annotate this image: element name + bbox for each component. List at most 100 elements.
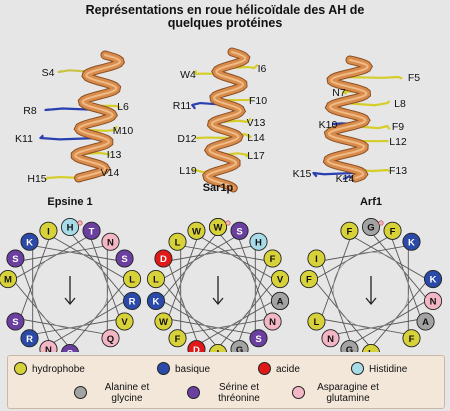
svg-text:S: S bbox=[121, 254, 127, 265]
svg-text:W: W bbox=[192, 226, 201, 237]
hydrophobic-moment-arrowhead bbox=[64, 297, 76, 306]
wheel-residue-K: K bbox=[423, 270, 443, 289]
wheel-residue-F: F bbox=[263, 249, 282, 268]
wheel-connections bbox=[313, 231, 429, 349]
residue-label-F5: F5 bbox=[408, 72, 420, 84]
residue-label-K11: K11 bbox=[15, 133, 33, 145]
residue-label-L8: L8 bbox=[394, 98, 406, 110]
residue-label-L12: L12 bbox=[389, 136, 407, 148]
svg-text:F: F bbox=[306, 275, 312, 286]
svg-text:N: N bbox=[107, 237, 114, 248]
residue-label-L17: L17 bbox=[247, 150, 265, 162]
svg-text:V: V bbox=[121, 317, 128, 328]
wheel-residue-D: D bbox=[187, 340, 206, 352]
wheel-inner-ring bbox=[179, 251, 257, 329]
legend-label-acide: acide bbox=[276, 364, 300, 375]
wheel-residue-I: I bbox=[39, 221, 58, 240]
residue-label-F9: F9 bbox=[392, 121, 404, 133]
protein-name: Epsine 1 bbox=[47, 196, 92, 208]
svg-text:W: W bbox=[214, 223, 223, 234]
wheel-residue-K: K bbox=[402, 232, 421, 251]
svg-text:A: A bbox=[422, 317, 429, 328]
wheel-residue-L: L bbox=[168, 232, 187, 251]
residue-label-F10: F10 bbox=[249, 95, 267, 107]
svg-text:R: R bbox=[26, 334, 33, 345]
wheel-residue-N: N bbox=[39, 340, 58, 352]
residue-label-K15: K15 bbox=[293, 168, 312, 180]
helical-wheels: HRNSNQSILSMTVRKSGLDDHSWWVILSNFLFGKWAGNGI… bbox=[0, 217, 443, 352]
side-chain-F9 bbox=[349, 124, 391, 131]
residue-label-K10: K10 bbox=[319, 119, 338, 131]
svg-text:I: I bbox=[315, 254, 318, 265]
svg-text:W: W bbox=[159, 317, 168, 328]
svg-text:G: G bbox=[236, 345, 243, 352]
svg-text:G: G bbox=[367, 223, 374, 234]
legend-label-hydrophobe: hydrophobe bbox=[32, 364, 85, 375]
svg-text:Q: Q bbox=[107, 334, 114, 345]
wheel-connections bbox=[12, 231, 128, 349]
svg-text:S: S bbox=[67, 349, 73, 352]
wheel-residue-I: I bbox=[209, 343, 227, 352]
legend-label-histidine: Histidine bbox=[369, 364, 408, 375]
svg-text:R: R bbox=[129, 297, 136, 308]
wheel-residue-S: S bbox=[230, 221, 249, 240]
svg-text:F: F bbox=[175, 334, 181, 345]
wheel-residue-G: G bbox=[340, 340, 359, 352]
side-chain-M10 bbox=[87, 125, 118, 132]
wheel-residue-W: W bbox=[208, 217, 228, 237]
legend-swatch-acide bbox=[258, 362, 271, 375]
svg-text:T: T bbox=[89, 226, 95, 237]
svg-text:V: V bbox=[277, 275, 284, 286]
residue-label-W4: W4 bbox=[180, 69, 196, 81]
svg-text:F: F bbox=[390, 226, 396, 237]
wheel-residue-N: N bbox=[263, 312, 282, 331]
svg-text:S: S bbox=[236, 226, 242, 237]
wheel-residue-F: F bbox=[168, 329, 187, 348]
residue-label-I13: I13 bbox=[107, 149, 122, 161]
wheel-residue-F: F bbox=[402, 329, 421, 348]
svg-text:F: F bbox=[347, 226, 353, 237]
side-chain-V13 bbox=[219, 117, 252, 124]
side-chain-K14 bbox=[342, 174, 352, 181]
wheel-residue-H: H bbox=[60, 217, 80, 237]
figure-title-line2: quelques protéines bbox=[167, 16, 283, 30]
residue-label-V13: V13 bbox=[247, 117, 266, 129]
svg-text:S: S bbox=[255, 334, 261, 345]
helix-ribbon-highlight bbox=[205, 51, 247, 189]
residue-label-D12: D12 bbox=[177, 133, 196, 145]
wheel-residue-K: K bbox=[146, 291, 166, 310]
residue-label-H15: H15 bbox=[27, 173, 46, 185]
residue-label-V14: V14 bbox=[101, 167, 120, 179]
legend-swatch-serine-threonine bbox=[187, 386, 200, 399]
wheel-residue-V: V bbox=[270, 270, 290, 289]
wheel-residue-L: L bbox=[146, 270, 166, 289]
wheel-residue-R: R bbox=[122, 291, 142, 310]
side-chain-R8 bbox=[44, 107, 101, 112]
hydrophobic-moment-arrowhead bbox=[212, 297, 224, 306]
svg-text:L: L bbox=[129, 275, 135, 286]
svg-text:S: S bbox=[12, 254, 18, 265]
side-chain-K11 bbox=[39, 134, 99, 141]
legend: hydrophobe basique acide Histidine Alani… bbox=[7, 355, 445, 409]
legend-swatch-basique bbox=[157, 362, 170, 375]
legend-label-basique: basique bbox=[175, 364, 211, 375]
residue-label-L14: L14 bbox=[247, 132, 265, 144]
n-terminus-marker bbox=[77, 220, 83, 226]
legend-swatch-asparagine-glutamine bbox=[292, 386, 305, 399]
svg-text:N: N bbox=[269, 317, 276, 328]
wheel-residue-G: G bbox=[230, 340, 249, 352]
wheel-residue-S: S bbox=[6, 312, 25, 331]
svg-text:N: N bbox=[430, 297, 437, 308]
svg-text:K: K bbox=[430, 275, 437, 286]
svg-text:H: H bbox=[255, 237, 262, 248]
wheel-residue-S: S bbox=[249, 329, 268, 348]
wheel-residue-F: F bbox=[299, 270, 319, 289]
svg-text:L: L bbox=[175, 237, 181, 248]
svg-text:N: N bbox=[327, 334, 334, 345]
wheel-residue-R: R bbox=[20, 329, 39, 348]
wheel-residue-S: S bbox=[61, 343, 79, 352]
svg-text:A: A bbox=[277, 297, 284, 308]
